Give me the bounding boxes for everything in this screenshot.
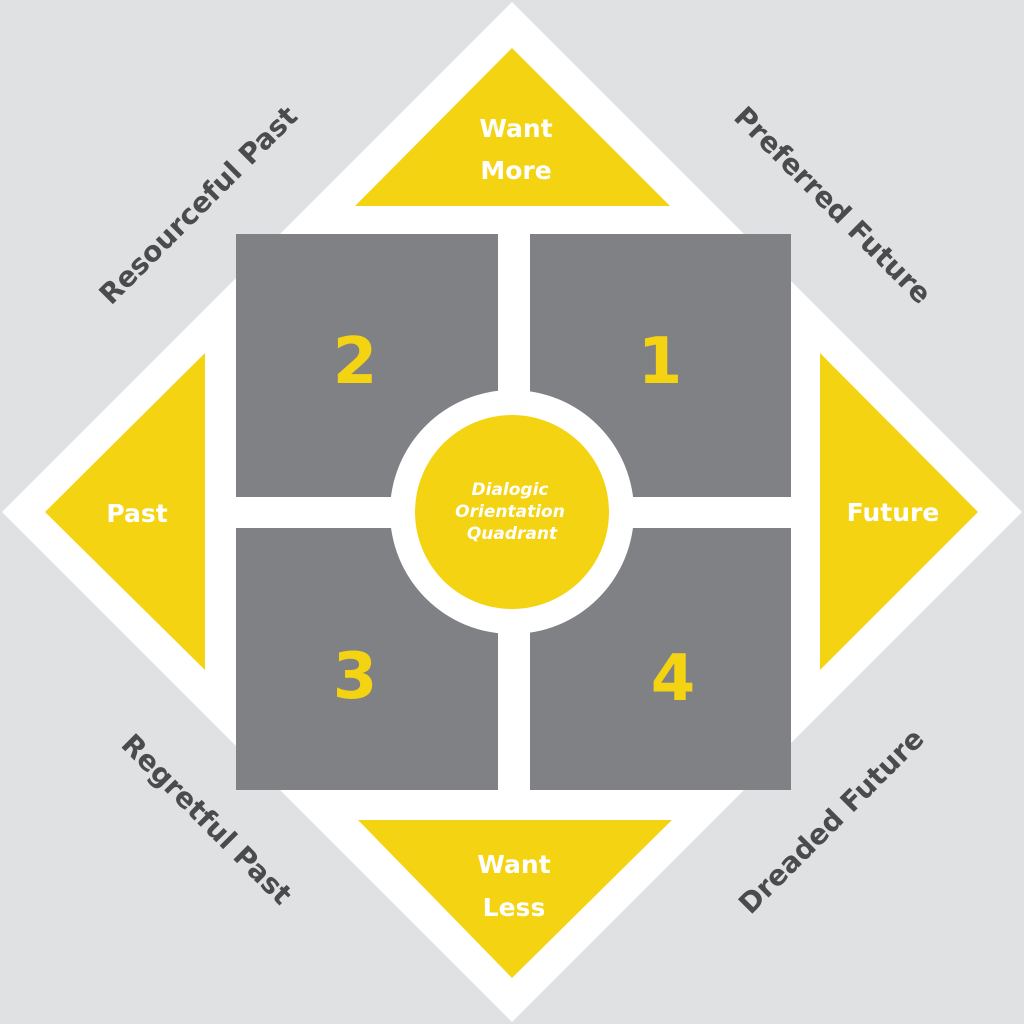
want-more-line2: More [480, 156, 551, 185]
quadrant-number-3: 3 [333, 640, 378, 714]
triangle-want-less [358, 820, 672, 978]
quadrant-number-1: 1 [638, 325, 683, 399]
center-label-line2: Orientation [455, 502, 565, 522]
want-less-line1: Want [477, 850, 550, 879]
center-label-line3: Quadrant [467, 524, 558, 544]
want-more-line1: Want [479, 114, 552, 143]
triangle-future [820, 353, 978, 670]
quadrant-number-2: 2 [333, 325, 378, 399]
want-less-line2: Less [483, 893, 546, 922]
triangle-want-more [355, 48, 670, 206]
triangle-past [45, 353, 205, 670]
future-label: Future [847, 498, 940, 527]
center-label-line1: Dialogic [472, 480, 549, 500]
quadrant-number-4: 4 [651, 642, 696, 716]
past-label: Past [106, 499, 167, 528]
center-circle [415, 415, 609, 609]
